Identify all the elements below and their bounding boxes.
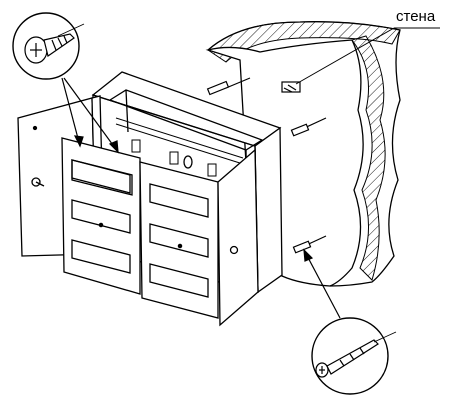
screw-callout-arrows [61,77,119,154]
anchor-top-right [281,81,301,93]
panel-screw-right [177,243,183,249]
knockout-hole [183,155,193,169]
wall-label: стена [396,8,436,25]
wall-anchors [206,77,327,254]
cutout-right-1 [149,183,209,218]
cover-panel-left [61,137,141,295]
wall-face [205,39,364,287]
right-door-lock [229,245,239,255]
wall-anchor-screw-icon [311,317,397,395]
cover-panel-right [139,161,219,319]
anchor-bottom-right [292,235,327,254]
anchor-middle-right [290,117,327,137]
wall-label-leader [295,27,440,85]
cutout-left-3 [71,239,131,274]
wall-outline-outer [207,21,401,287]
screw-closeup-icon [12,12,85,80]
right-door [217,148,259,327]
cutout-right-2 [149,223,209,258]
cabinet-right-side [254,126,283,294]
anchor-callout-arrow [303,248,341,319]
cabinet-box [91,71,283,294]
anchor-top-left [206,77,251,96]
panel-screw-left [98,222,104,228]
cutout-left-1b [71,159,131,194]
cutout-left-2 [71,199,131,234]
cabinet-back-inner [108,89,264,151]
wall-hatch-side [351,35,386,281]
wall-section [205,21,401,287]
cabinet-inner-edge-1 [125,89,129,133]
door-hinge-dot [32,125,38,131]
cutout-right-3 [149,263,209,298]
